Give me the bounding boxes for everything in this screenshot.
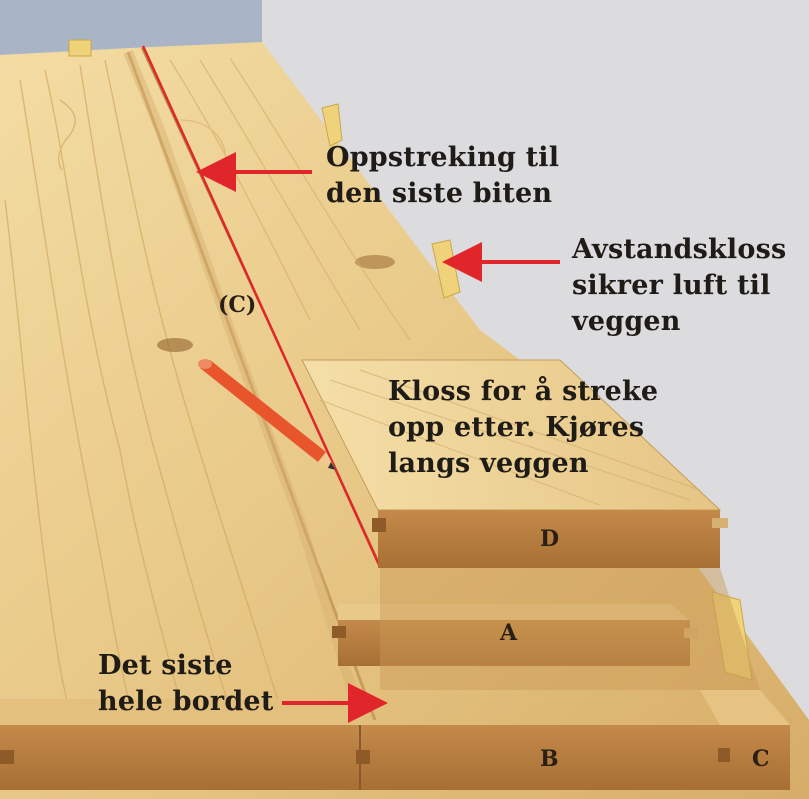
piece-c-label: C <box>752 746 770 772</box>
block-label: Kloss for å streke opp etter. Kjøres lan… <box>388 374 658 482</box>
piece-b-label: B <box>540 746 559 772</box>
marking-line-label: (C) <box>218 292 256 318</box>
piece-d-label: D <box>540 526 559 552</box>
spacer-label: Avstandskloss sikrer luft til veggen <box>572 232 786 340</box>
piece-a-label: A <box>500 620 517 646</box>
last-board-label: Det siste hele bordet <box>98 648 274 720</box>
marking-label: Oppstreking til den siste biten <box>326 140 559 212</box>
